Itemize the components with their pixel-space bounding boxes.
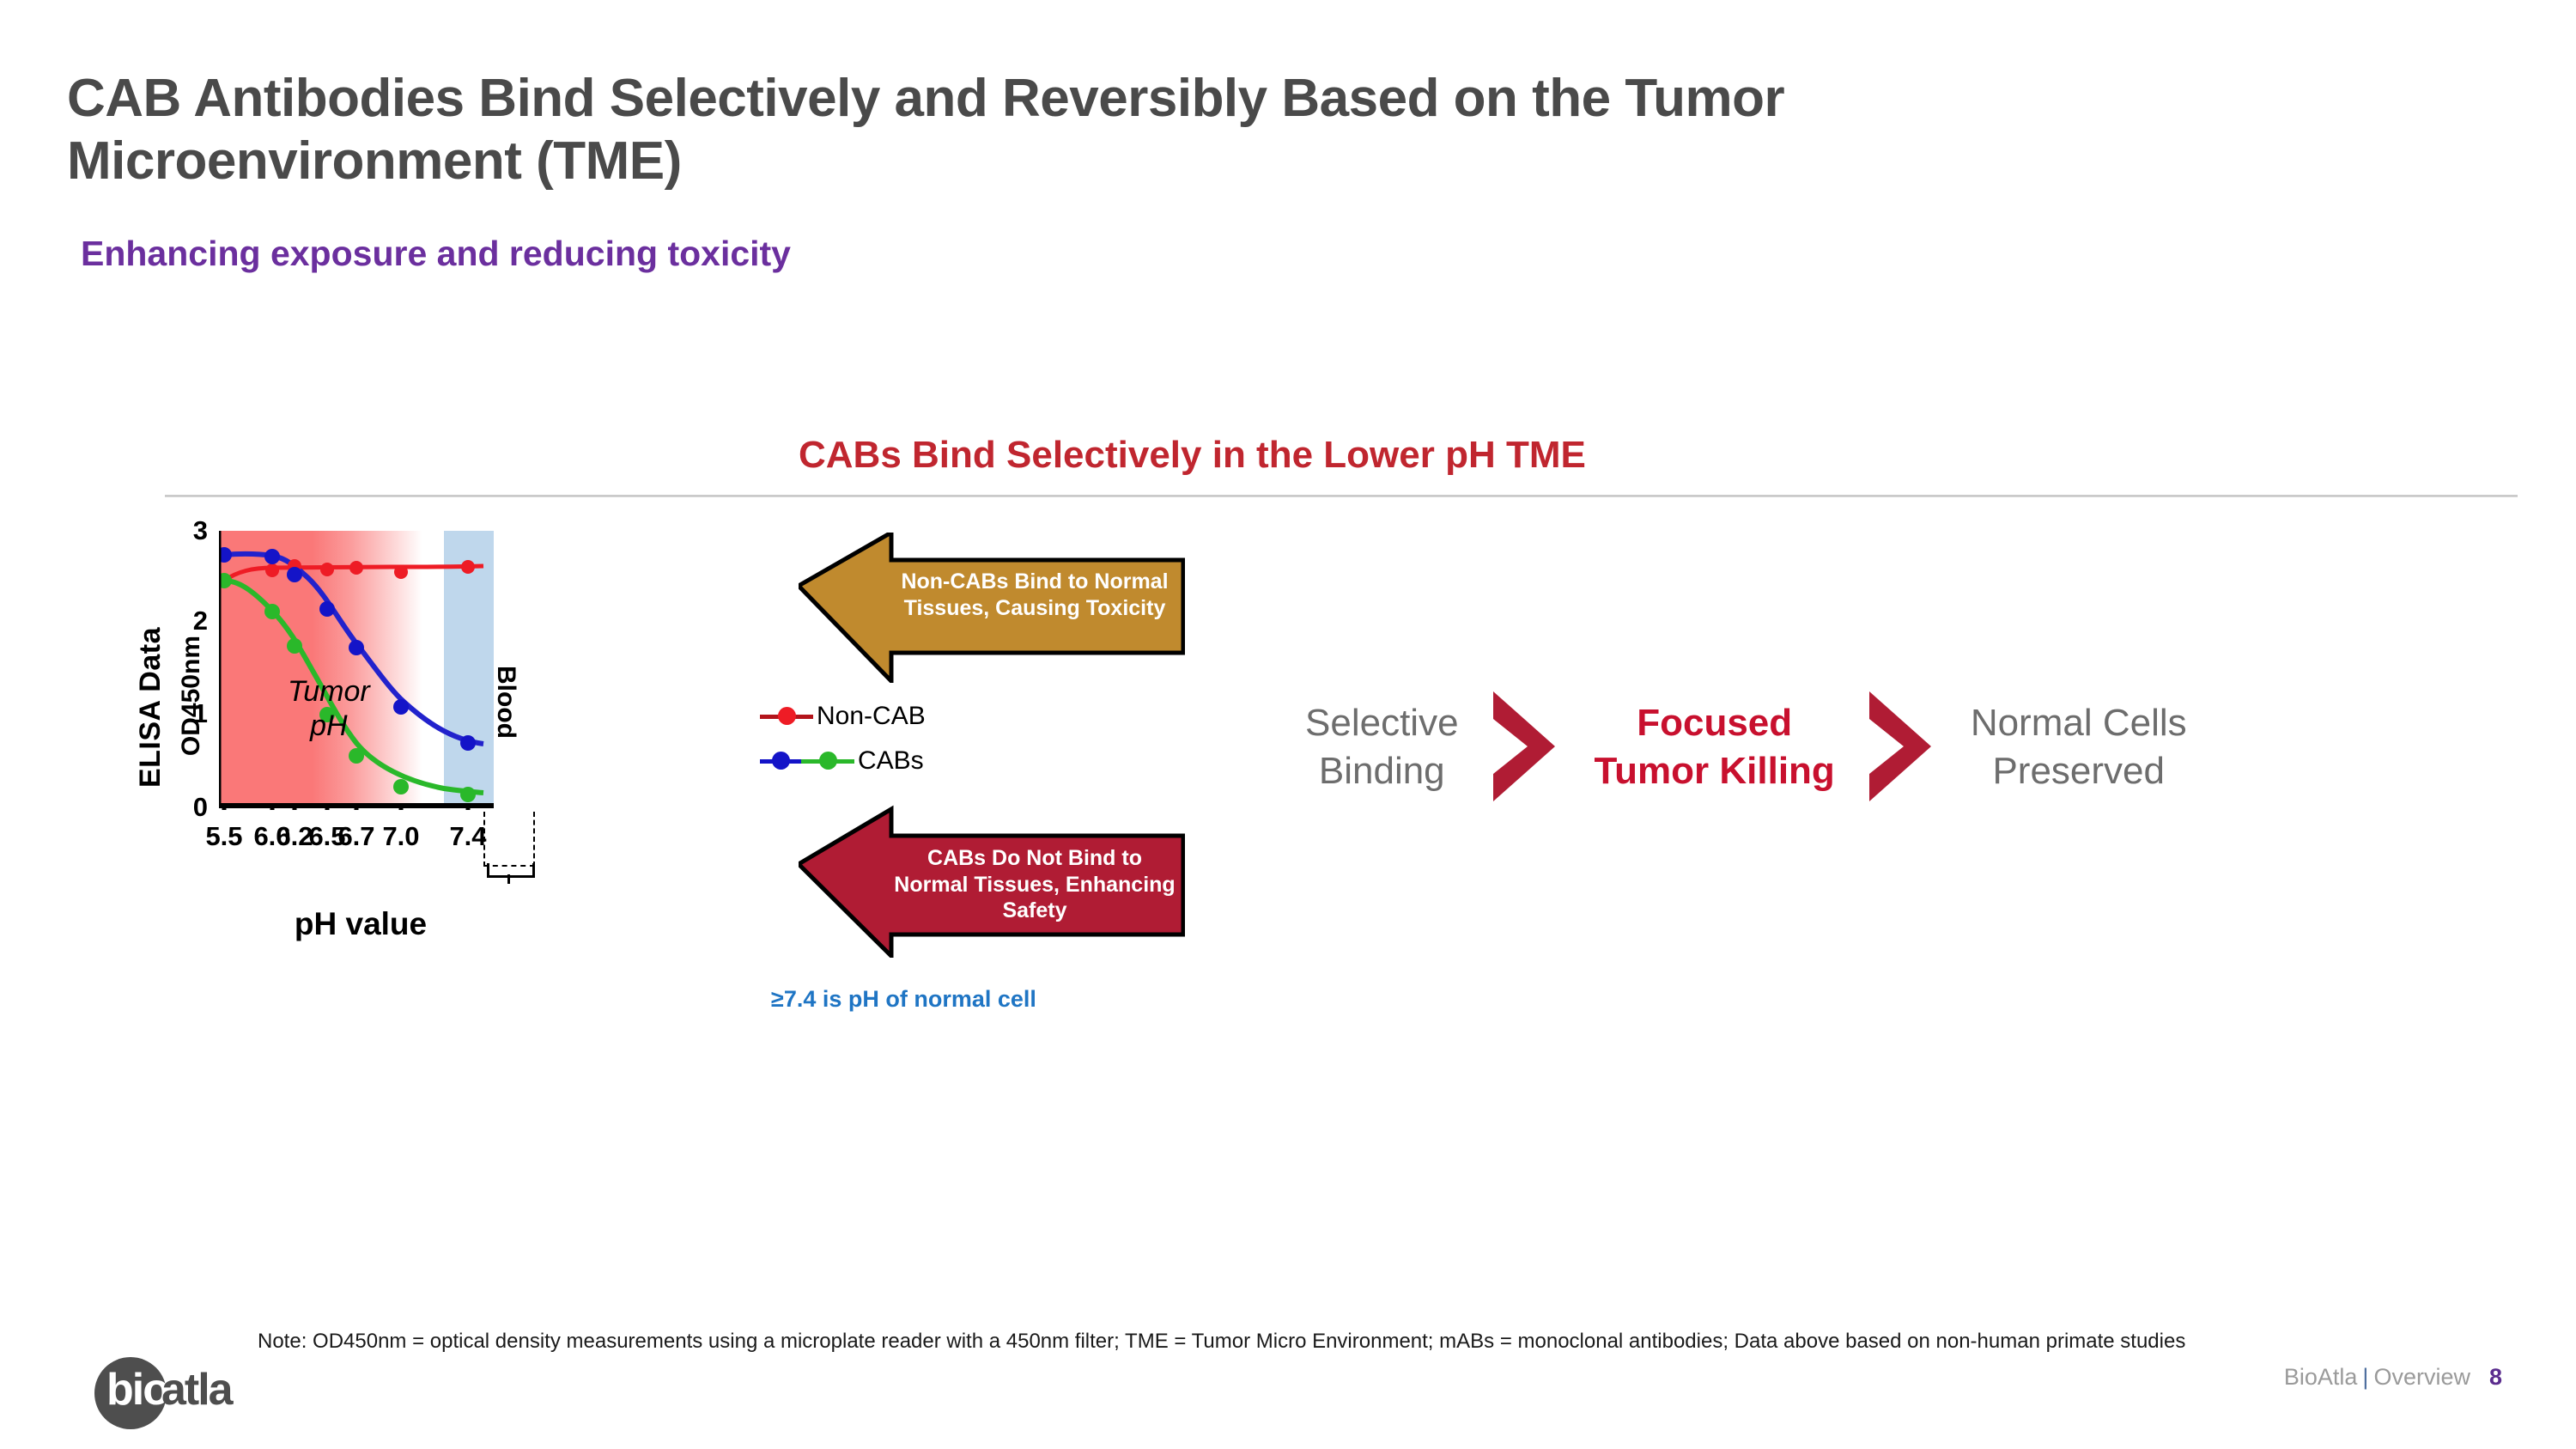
chevron-right-icon <box>1864 691 1941 803</box>
page-subtitle: Enhancing exposure and reducing toxicity <box>81 234 791 273</box>
footer-brand: BioAtla <box>2283 1364 2358 1390</box>
callout-cabs-safety-text: CABs Do Not Bind to Normal Tissues, Enha… <box>893 845 1176 924</box>
data-point-cabs-blue <box>349 640 364 655</box>
callout-non-cabs-text: Non-CABs Bind to Normal Tissues, Causing… <box>893 569 1176 621</box>
data-point-cabs-green <box>287 638 302 654</box>
chart-y-axis-label: OD450nm <box>177 636 205 757</box>
outcome-flow: Selective Binding Focused Tumor Killing … <box>1305 670 2456 825</box>
y-tick-3: 3 <box>192 515 208 545</box>
data-point-cabs-green <box>264 604 280 619</box>
ph-74-note: ≥7.4 is pH of normal cell <box>771 986 1036 1012</box>
data-point-cabs-blue <box>287 567 302 582</box>
flow-step-selective-binding: Selective Binding <box>1305 699 1459 796</box>
data-point-non-cab <box>349 561 363 575</box>
tumor-ph-line2: pH <box>310 709 348 743</box>
legend-item-non-cab: Non-CAB <box>760 694 966 739</box>
data-point-non-cab <box>461 560 475 574</box>
callout-non-cabs-line1: Non-CABs Bind to Normal <box>901 569 1169 594</box>
callout-cabs-safety-line2: Normal Tissues, Enhancing <box>894 872 1176 897</box>
ph-74-dashed-box <box>483 812 535 867</box>
chevron-right-icon <box>1488 691 1565 803</box>
logo-circle-icon <box>94 1357 167 1429</box>
y-tick-0: 0 <box>192 792 208 822</box>
data-point-non-cab <box>320 563 334 576</box>
legend-marker-cabs-green <box>801 752 854 770</box>
flow-step-2-line2: Tumor Killing <box>1594 750 1835 792</box>
blood-annotation: Blood <box>492 666 520 739</box>
logo-text-atla: atla <box>161 1365 234 1415</box>
callout-cabs-safety: CABs Do Not Bind to Normal Tissues, Enha… <box>799 773 1185 958</box>
callout-cabs-safety-line3: Safety <box>1002 898 1067 922</box>
legend-marker-non-cab <box>760 707 813 726</box>
chart-outer-y-label: ELISA Data <box>134 627 167 788</box>
flow-step-normal-cells-preserved: Normal Cells Preserved <box>1971 699 2187 796</box>
bioatla-logo: bio atla <box>94 1355 292 1438</box>
data-point-cabs-blue <box>393 699 409 715</box>
callout-non-cabs-line2: Tissues, Causing Toxicity <box>903 595 1166 620</box>
ph-74-bracket-stem <box>507 874 510 884</box>
footnote: Note: OD450nm = optical density measurem… <box>258 1330 2186 1353</box>
tumor-ph-annotation: Tumor pH <box>288 674 370 743</box>
flow-step-1-line1: Selective <box>1305 701 1459 744</box>
flow-step-3-line2: Preserved <box>1992 750 2165 792</box>
data-point-non-cab <box>265 563 279 577</box>
data-point-cabs-blue <box>264 549 280 564</box>
x-tick-5-5: 5.5 <box>205 821 243 851</box>
data-point-non-cab <box>394 565 408 579</box>
panel-heading: CABs Bind Selectively in the Lower pH TM… <box>799 434 1586 476</box>
page-title: CAB Antibodies Bind Selectively and Reve… <box>67 69 1785 192</box>
legend-marker-cabs-blue <box>760 752 801 770</box>
data-point-cabs-blue <box>460 735 476 751</box>
footer-meta: BioAtla|Overview 8 <box>2284 1364 2502 1391</box>
y-tick-1: 1 <box>192 698 208 728</box>
page-number: 8 <box>2488 1364 2502 1390</box>
y-tick-2: 2 <box>192 606 208 636</box>
x-tick-7-0: 7.0 <box>382 821 420 851</box>
chart-x-axis-label: pH value <box>294 906 428 941</box>
data-point-cabs-green <box>349 748 364 764</box>
x-tick-6-0: 6.0 <box>253 821 291 851</box>
x-tick-6-5: 6.5 <box>308 821 346 851</box>
flow-step-3-line1: Normal Cells <box>1970 701 2187 744</box>
flow-step-2-line1: Focused <box>1637 701 1793 744</box>
data-point-cabs-green <box>219 573 232 588</box>
x-tick-6-2: 6.2 <box>276 821 313 851</box>
callout-cabs-safety-line1: CABs Do Not Bind to <box>927 846 1142 870</box>
plot-area <box>219 531 494 810</box>
data-point-cabs-green <box>319 707 335 722</box>
legend-item-cabs: CABs <box>760 739 966 783</box>
data-point-cabs-blue <box>219 547 232 563</box>
callout-non-cabs-toxicity: Non-CABs Bind to Normal Tissues, Causing… <box>799 533 1185 683</box>
data-point-cabs-green <box>460 787 476 802</box>
legend-label-non-cab: Non-CAB <box>817 702 926 730</box>
flow-step-focused-tumor-killing: Focused Tumor Killing <box>1595 699 1835 796</box>
logo-text-bio: bio <box>106 1365 170 1415</box>
legend-label-cabs: CABs <box>858 746 924 775</box>
footer-separator: | <box>2362 1364 2369 1390</box>
elisa-chart: ELISA Data OD450nm 3 2 1 0 <box>129 515 799 996</box>
horizontal-divider <box>165 495 2518 497</box>
chart-legend: Non-CAB CABs <box>760 694 966 783</box>
series-non-cab-line <box>222 563 484 583</box>
footer-section: Overview <box>2373 1364 2470 1390</box>
flow-step-1-line2: Binding <box>1318 750 1445 792</box>
x-tick-6-7: 6.7 <box>337 821 375 851</box>
data-point-cabs-blue <box>319 601 335 617</box>
ph-74-bracket <box>487 863 535 878</box>
x-tick-7-4: 7.4 <box>449 821 487 851</box>
data-point-cabs-green <box>393 779 409 795</box>
blood-band <box>444 531 494 806</box>
tumor-ph-line1: Tumor <box>288 675 370 708</box>
